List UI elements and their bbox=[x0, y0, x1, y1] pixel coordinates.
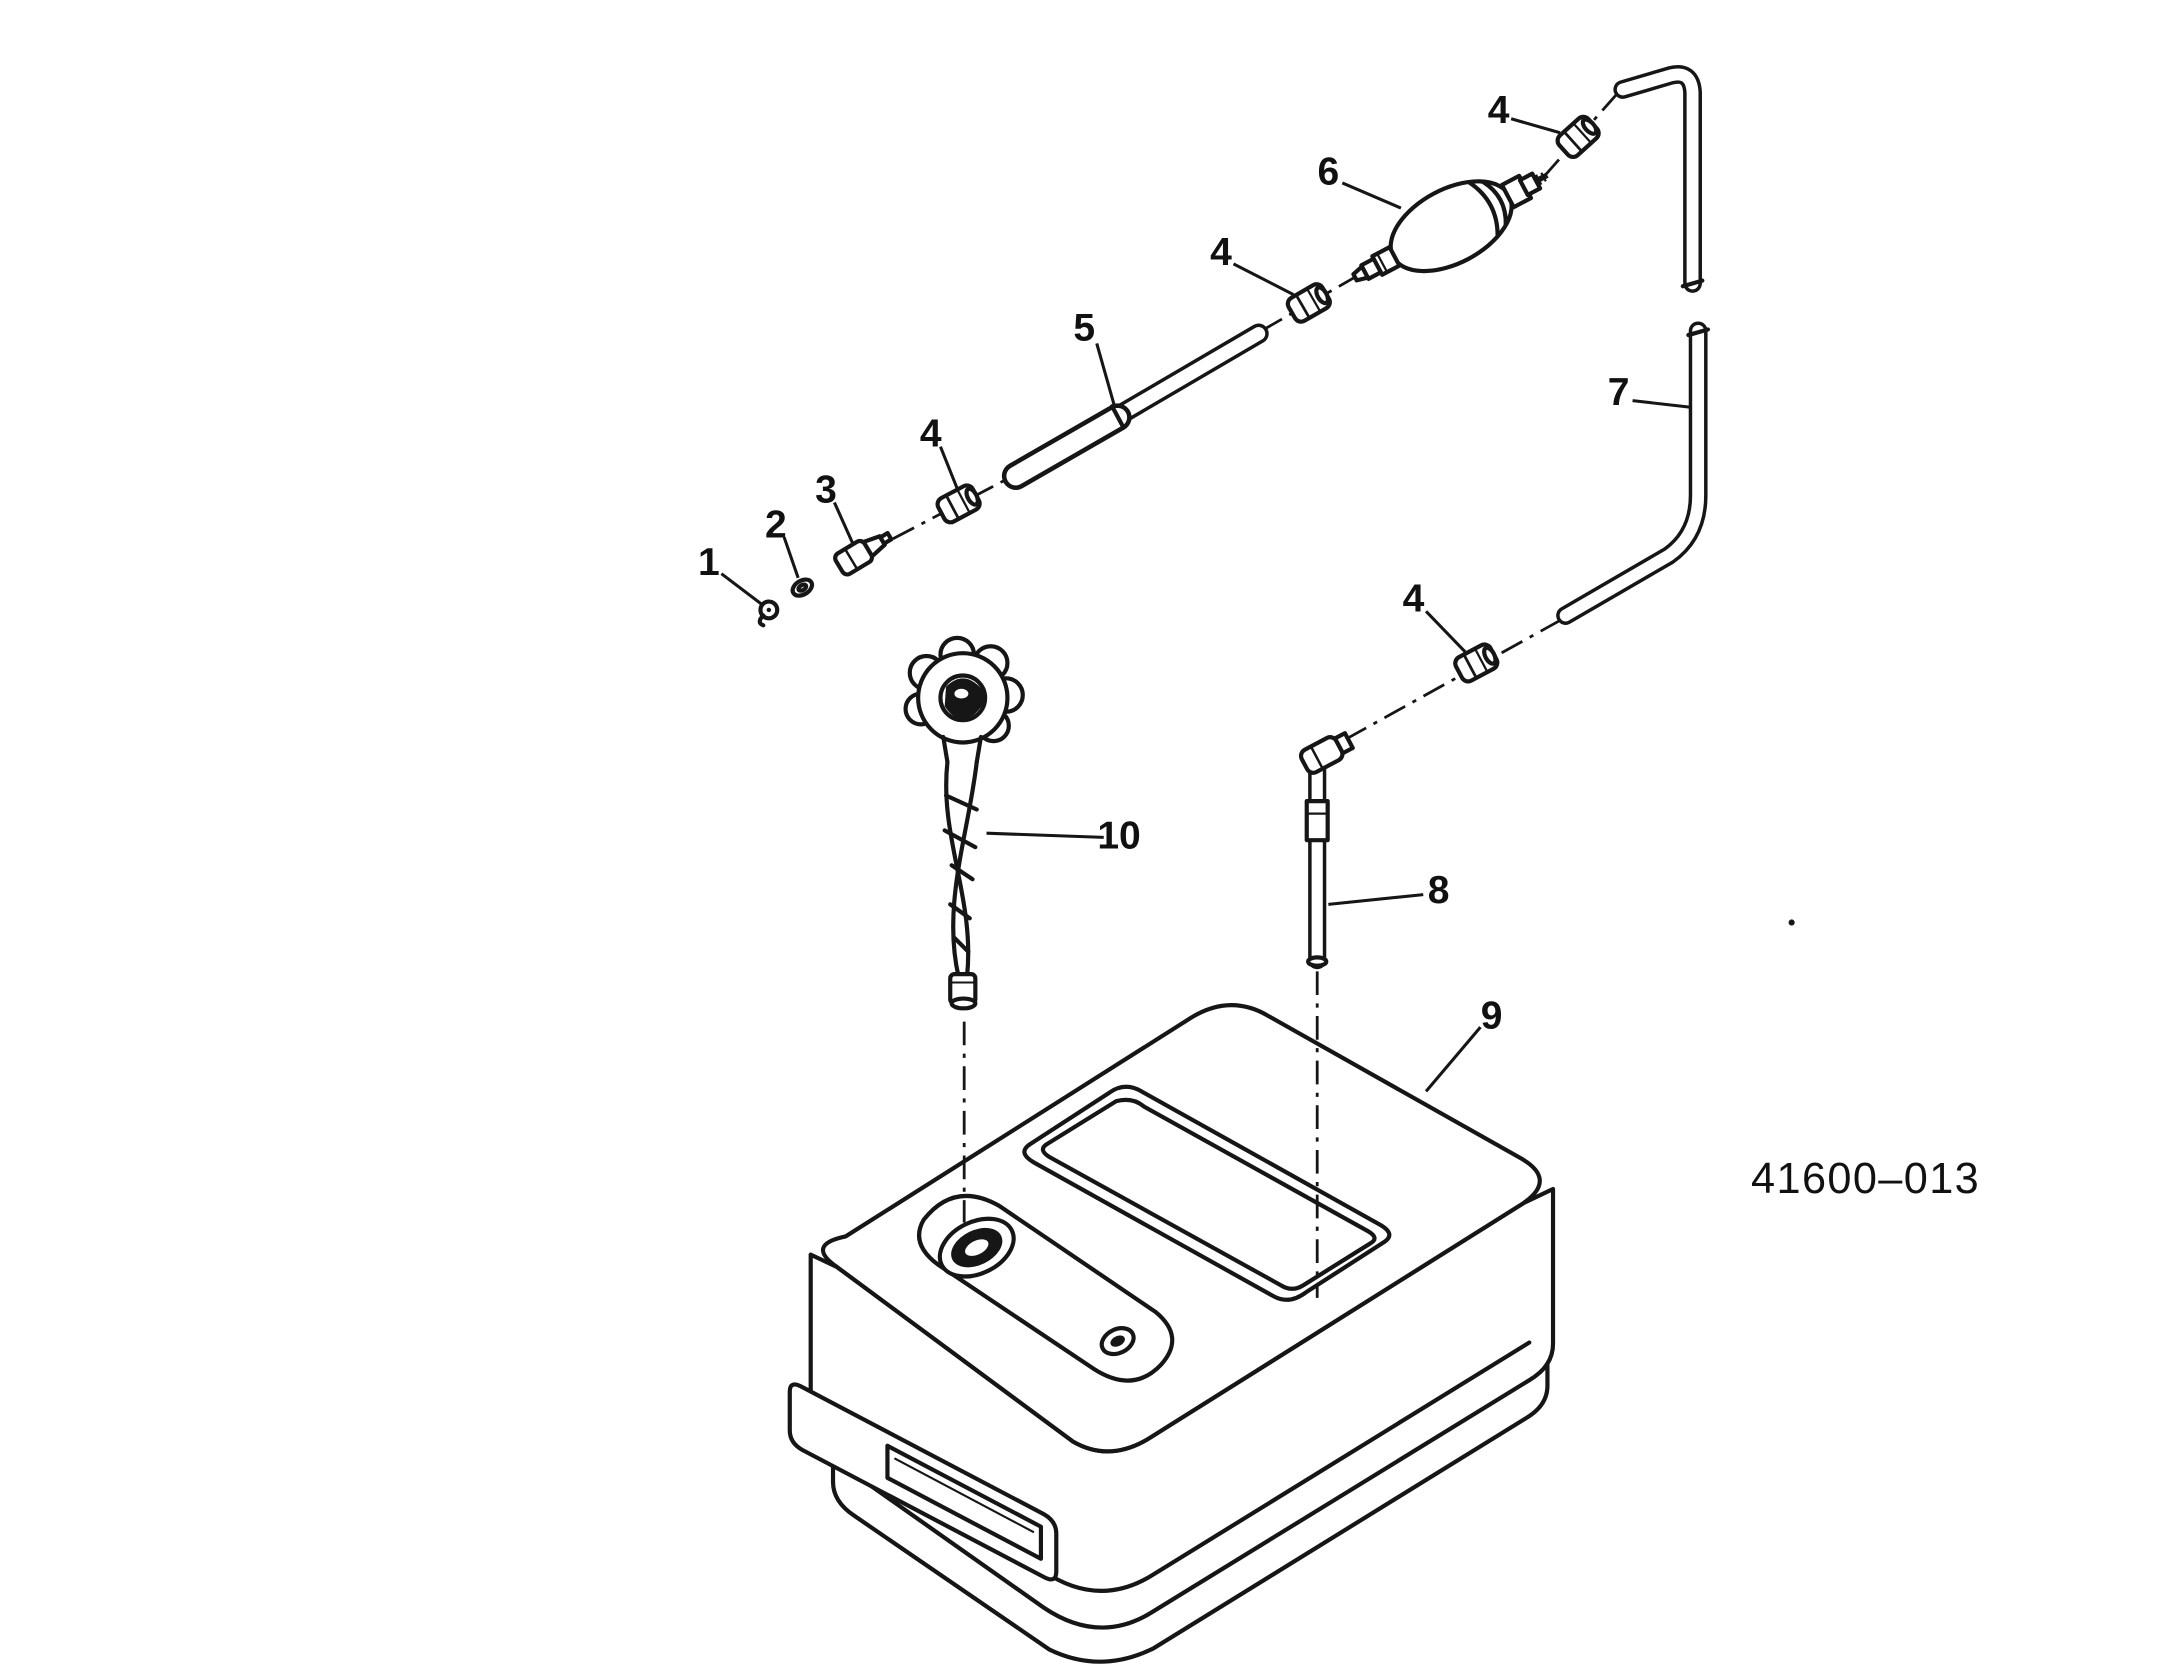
tank-top-recess-panel bbox=[1022, 1084, 1392, 1302]
leader-lines bbox=[720, 117, 1695, 1093]
callouts: 1 2 3 4 4 4 4 5 6 7 8 9 10 bbox=[698, 89, 1629, 1038]
tank-handle-recess bbox=[787, 1382, 1059, 1582]
pickup-elbow-part-8 bbox=[1298, 731, 1355, 970]
hose-connector-part-4c bbox=[1555, 114, 1602, 160]
hose-connector-part-4b bbox=[1285, 282, 1332, 325]
primer-bulb-part-6 bbox=[1351, 171, 1549, 283]
callout-6: 6 bbox=[1318, 150, 1340, 193]
fuel-gauge-part-10 bbox=[903, 635, 1025, 1011]
fuel-hose-part-5 bbox=[1001, 323, 1269, 490]
fuel-fitting-part-3 bbox=[833, 530, 894, 577]
diagram-code: 41600–013 bbox=[1751, 1155, 1980, 1203]
callout-7: 7 bbox=[1608, 371, 1630, 414]
callout-4c: 4 bbox=[1488, 89, 1510, 132]
callout-1: 1 bbox=[698, 541, 720, 584]
callout-4a: 4 bbox=[920, 413, 942, 456]
callout-5: 5 bbox=[1073, 307, 1095, 350]
hose-connector-part-4a bbox=[935, 483, 982, 525]
retainer-clip-part-1 bbox=[757, 599, 780, 628]
tank-outlet-fitting bbox=[1099, 1326, 1136, 1357]
tank-filler-neck bbox=[937, 1216, 1016, 1279]
washer-part-2 bbox=[790, 577, 815, 598]
stray-mark bbox=[1788, 919, 1795, 926]
callout-3: 3 bbox=[815, 468, 837, 511]
callout-8: 8 bbox=[1428, 869, 1450, 912]
gauge-cap bbox=[903, 635, 1025, 745]
callout-4d: 4 bbox=[1403, 577, 1425, 620]
callout-4b: 4 bbox=[1210, 231, 1232, 274]
callout-9: 9 bbox=[1481, 994, 1503, 1037]
callout-2: 2 bbox=[765, 503, 787, 546]
callout-10: 10 bbox=[1097, 814, 1140, 857]
fuel-line-part-7 bbox=[1556, 65, 1710, 625]
fuel-tank-part-9 bbox=[787, 1003, 1556, 1664]
